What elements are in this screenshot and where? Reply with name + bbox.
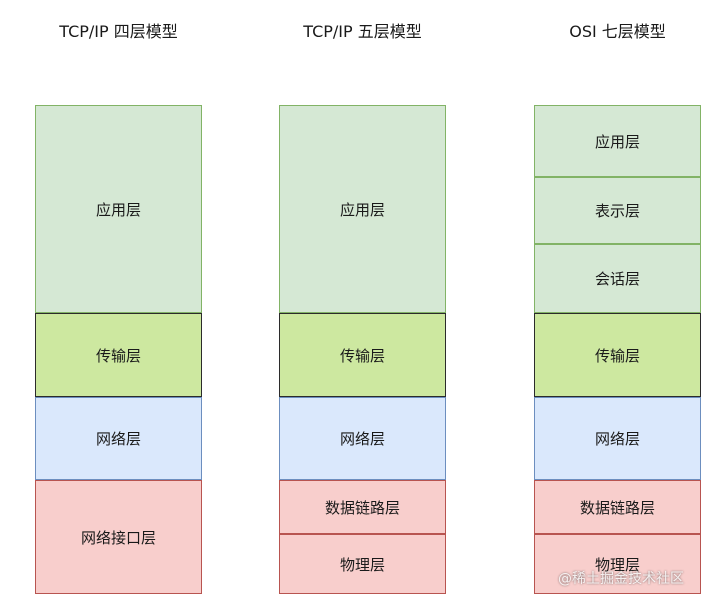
layer-physical: 物理层 bbox=[279, 534, 446, 594]
layer-application: 应用层 bbox=[279, 105, 446, 313]
column-title-tcpip-5: TCP/IP 五层模型 bbox=[303, 22, 422, 41]
layer-application: 应用层 bbox=[534, 105, 701, 177]
layer-physical: 物理层 bbox=[534, 534, 701, 594]
layer-application: 应用层 bbox=[35, 105, 202, 313]
column-title-tcpip-4: TCP/IP 四层模型 bbox=[59, 22, 178, 41]
layer-transport: 传输层 bbox=[35, 313, 202, 397]
layer-data-link: 数据链路层 bbox=[534, 480, 701, 534]
layer-transport: 传输层 bbox=[279, 313, 446, 397]
layer-network-interface: 网络接口层 bbox=[35, 480, 202, 594]
layer-session: 会话层 bbox=[534, 244, 701, 313]
layer-transport: 传输层 bbox=[534, 313, 701, 397]
watermark: @稀土掘金技术社区 bbox=[558, 571, 684, 587]
layer-data-link: 数据链路层 bbox=[279, 480, 446, 534]
layer-presentation: 表示层 bbox=[534, 177, 701, 244]
layer-network: 网络层 bbox=[279, 397, 446, 480]
layer-network: 网络层 bbox=[35, 397, 202, 480]
column-title-osi-7: OSI 七层模型 bbox=[569, 22, 666, 41]
layer-network: 网络层 bbox=[534, 397, 701, 480]
